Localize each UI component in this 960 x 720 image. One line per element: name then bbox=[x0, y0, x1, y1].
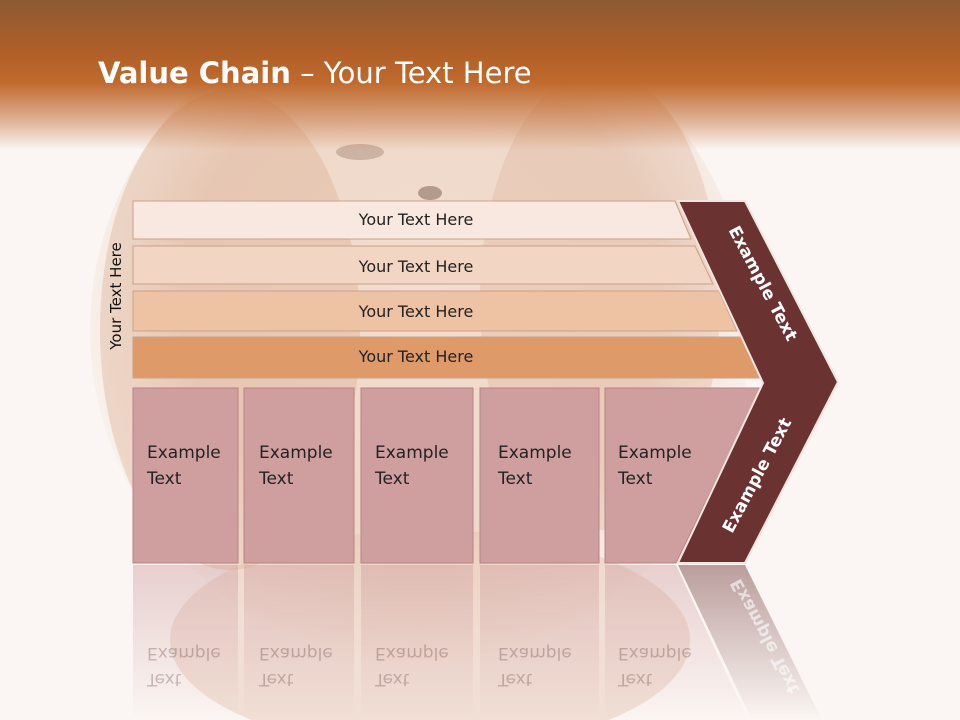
row-3-bar bbox=[132, 290, 738, 332]
row-4: Your Text Here bbox=[132, 336, 763, 379]
column-4-box bbox=[479, 387, 600, 564]
row-2: Your Text Here bbox=[132, 245, 714, 285]
column-2-box bbox=[243, 387, 355, 564]
page-title: Value Chain – Your Text Here bbox=[98, 56, 532, 90]
column-1-line2: Text bbox=[146, 469, 182, 489]
column-3-box bbox=[360, 387, 474, 564]
column-1-box bbox=[132, 387, 239, 564]
header-bar bbox=[0, 0, 960, 150]
column-2-line2: Text bbox=[258, 469, 294, 489]
column-4-line1: Example bbox=[498, 443, 572, 463]
column-3-line1: Example bbox=[375, 443, 449, 463]
row-1: Your Text Here bbox=[132, 200, 692, 240]
row-4-label: Your Text Here bbox=[358, 347, 474, 366]
row-3: Your Text Here bbox=[132, 290, 738, 332]
margin-arrow-shape bbox=[676, 200, 840, 564]
column-5-box bbox=[604, 387, 762, 564]
row-3-label: Your Text Here bbox=[358, 302, 474, 321]
title-bold: Value Chain bbox=[98, 56, 291, 90]
column-5: Example Text bbox=[604, 387, 762, 564]
row-2-label: Your Text Here bbox=[358, 257, 474, 276]
column-2-line1: Example bbox=[259, 443, 333, 463]
column-5-line2: Text bbox=[617, 469, 653, 489]
column-4: Example Text bbox=[479, 387, 600, 564]
reflection-shapes bbox=[133, 565, 822, 720]
title-rest: – Your Text Here bbox=[290, 56, 532, 90]
column-1-line1: Example bbox=[147, 443, 221, 463]
row-1-bar bbox=[132, 200, 692, 240]
column-1: Example Text bbox=[132, 387, 239, 564]
row-1-label: Your Text Here bbox=[358, 210, 474, 229]
column-5-line1: Example bbox=[618, 443, 692, 463]
column-2: Example Text bbox=[243, 387, 355, 564]
column-3: Example Text bbox=[360, 387, 474, 564]
column-3-line2: Text bbox=[374, 469, 410, 489]
column-4-line2: Text bbox=[497, 469, 533, 489]
row-2-bar bbox=[132, 245, 714, 285]
